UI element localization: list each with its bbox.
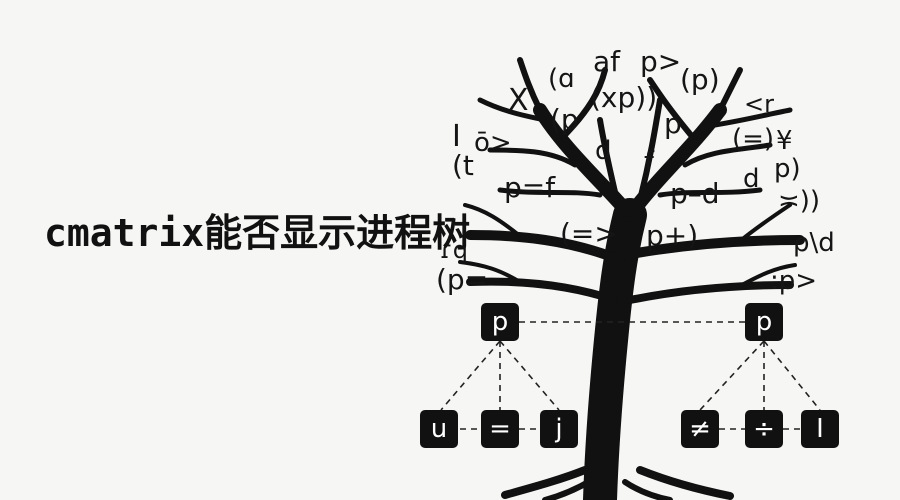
tree-symbol: f <box>644 145 654 178</box>
tree-symbol: ō> <box>474 128 512 158</box>
tree-branch <box>738 263 797 288</box>
tree-branch <box>497 187 603 198</box>
tree-root <box>501 466 589 499</box>
tree-symbol: (p) <box>680 63 720 96</box>
tree-branch <box>557 67 608 143</box>
tree-symbol: p=f <box>504 171 556 204</box>
tree-branch <box>738 203 792 243</box>
tree-branch <box>682 142 773 168</box>
tree-symbol: (xp)) <box>590 81 658 114</box>
tree-symbol: (=) <box>732 124 775 154</box>
connector <box>763 340 821 411</box>
tree-branch <box>647 77 698 143</box>
parent-node-right: p <box>745 303 783 341</box>
tree-symbol: (t <box>452 149 474 182</box>
tree-root <box>636 466 734 500</box>
tree-branch <box>487 147 578 168</box>
tree-branch <box>626 281 794 304</box>
child-node: = <box>481 410 519 448</box>
tree-symbol: ɾq <box>440 236 468 264</box>
child-node: j <box>540 410 578 448</box>
tree-branch <box>458 260 522 284</box>
tree-branch <box>517 57 543 113</box>
tree-branch <box>637 97 663 203</box>
child-node: ÷ <box>745 410 783 448</box>
tree-symbol: ¥ <box>776 126 793 156</box>
tree-symbol: p+) <box>646 219 699 252</box>
connector <box>499 340 560 411</box>
tree-symbol: d <box>595 136 612 166</box>
tree-symbol: ≍)) <box>778 186 821 216</box>
tree-branch <box>712 107 793 128</box>
tree-branch <box>465 230 625 265</box>
child-node: u <box>420 410 458 448</box>
tree-symbol: p <box>664 107 682 140</box>
tree-symbol: d <box>743 164 760 194</box>
tree-symbol: :p> <box>770 266 818 296</box>
tree-symbol: p> <box>640 45 682 78</box>
tree-symbol: p–d <box>670 177 720 210</box>
tree-symbol: I <box>452 119 461 154</box>
connector <box>440 340 501 411</box>
tree-symbol: ρ\d <box>793 228 835 258</box>
page-title: cmatrix能否显示进程树 <box>44 211 471 255</box>
child-node: ≠ <box>681 410 719 448</box>
child-node: I <box>801 410 839 448</box>
tree-symbol: (p= <box>436 263 489 296</box>
tree-branch <box>463 203 522 238</box>
tree-branch <box>717 67 743 113</box>
connector <box>699 340 765 411</box>
tree-branch <box>657 187 763 198</box>
tree-root <box>622 479 673 500</box>
tree-symbol: p) <box>774 154 801 184</box>
tree-branch <box>477 97 548 123</box>
tree-symbol: (ɑ <box>548 64 575 94</box>
tree-symbol: X <box>508 83 529 118</box>
tree-branch <box>620 235 805 260</box>
tree-symbol: <r <box>744 90 774 118</box>
tree-branch <box>597 117 621 208</box>
tree-symbol: (p <box>550 103 579 136</box>
parent-node-left: p <box>481 303 519 341</box>
tree-root <box>542 477 595 500</box>
tree-branch <box>466 277 619 304</box>
tree-symbol: af <box>593 45 621 78</box>
tree-symbol: (=> <box>560 217 618 250</box>
